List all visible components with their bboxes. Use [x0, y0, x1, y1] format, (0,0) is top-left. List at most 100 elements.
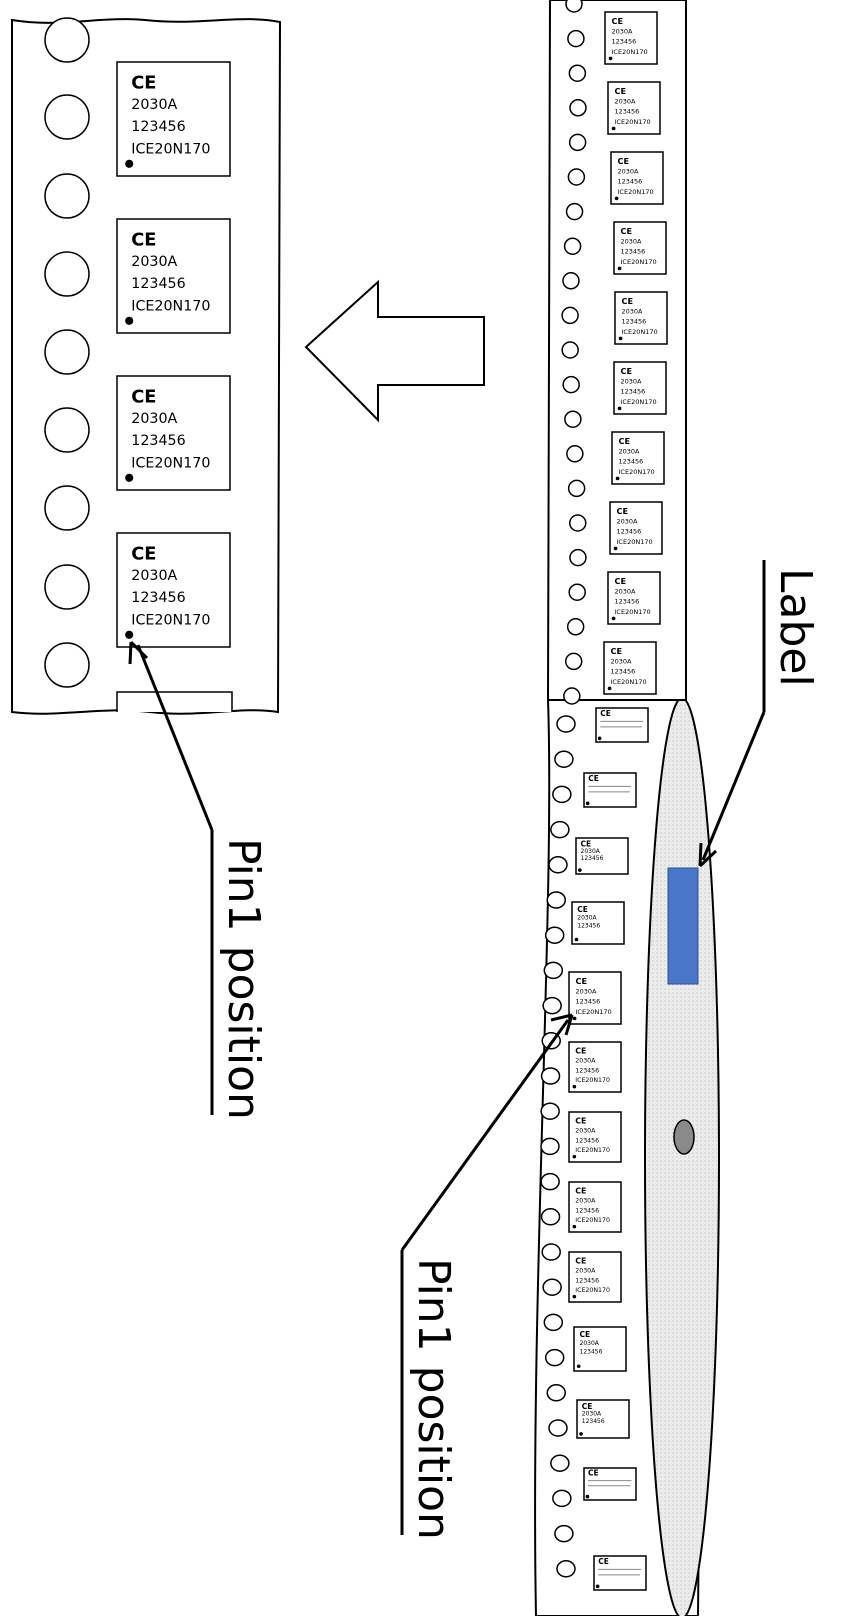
- label-callout: Label: [698, 560, 821, 868]
- sprocket-hole: [543, 1313, 564, 1332]
- marking-line-2: 123456: [612, 38, 637, 46]
- component-body: [568, 1251, 622, 1303]
- marking-line-1: 2030A: [618, 167, 640, 175]
- label-patch: [667, 867, 699, 985]
- ce-mark: CE: [575, 1187, 586, 1196]
- sprocket-hole: [552, 1489, 572, 1508]
- sprocket-hole: [546, 891, 567, 909]
- sprocket-hole: [44, 407, 90, 453]
- unwound-sprocket-holes: [561, 0, 587, 705]
- component-body: [571, 901, 625, 945]
- marking-line-3: ICE20N170: [621, 258, 657, 266]
- sprocket-hole: [554, 750, 574, 768]
- marking-line-1: 2030A: [575, 1128, 596, 1135]
- pin1-dot-icon: [572, 1294, 577, 1299]
- marking-line-1: 2030A: [577, 914, 597, 921]
- label-text: Label: [770, 568, 821, 687]
- component-body: [116, 61, 231, 177]
- component-body: [604, 11, 658, 65]
- pin1-dot-icon: [125, 316, 134, 325]
- ce-mark: CE: [575, 1257, 586, 1266]
- sprocket-hole: [564, 652, 583, 671]
- sprocket-hole: [44, 173, 90, 219]
- ce-mark: CE: [622, 296, 634, 306]
- component-body: [568, 1041, 622, 1093]
- sprocket-hole: [564, 410, 582, 428]
- sprocket-hole: [44, 564, 90, 610]
- sprocket-hole: [561, 341, 579, 359]
- pin1-dot-icon: [618, 336, 623, 341]
- marking-line-3: ICE20N170: [575, 1147, 610, 1154]
- sprocket-hole: [563, 237, 582, 255]
- marking-line-1: 2030A: [575, 1058, 596, 1065]
- ce-mark: CE: [615, 576, 627, 586]
- enlarged-components: CE2030A123456ICE20N170CE2030A123456ICE20…: [116, 61, 231, 648]
- pin1-dot-icon: [572, 1084, 577, 1089]
- sprocket-hole: [548, 856, 568, 874]
- arrow-left-icon: [304, 279, 485, 423]
- marking-line-1: 2030A: [131, 411, 177, 427]
- marking-line-2: 123456: [622, 318, 647, 326]
- marking-line-2: 123456: [575, 1067, 599, 1074]
- marking-line-2: 123456: [621, 388, 646, 396]
- ce-mark: CE: [600, 709, 611, 718]
- marking-line-3: ICE20N170: [615, 118, 651, 126]
- sprocket-holes: [44, 17, 90, 688]
- sprocket-hole: [542, 996, 562, 1015]
- pin1-dot-icon: [585, 801, 590, 806]
- component-body: [568, 1181, 622, 1233]
- marking-line-2: 123456: [618, 178, 643, 186]
- marking-line-1: 2030A: [622, 307, 644, 315]
- ce-mark: CE: [621, 366, 633, 376]
- marking-line-2: 123456: [621, 248, 646, 256]
- ce-mark: CE: [577, 905, 588, 914]
- sprocket-hole: [568, 64, 587, 82]
- enlarged-carrier-tape: CE2030A123456ICE20N170CE2030A123456ICE20…: [11, 17, 282, 715]
- marking-line-2: 123456: [575, 1137, 599, 1144]
- pin1-dot-icon: [611, 616, 616, 621]
- component-body: [568, 971, 622, 1025]
- sprocket-hole: [569, 548, 587, 567]
- component-body: [593, 1555, 647, 1591]
- sprocket-hole: [44, 329, 90, 375]
- ce-mark: CE: [581, 839, 592, 848]
- sprocket-hole: [543, 961, 564, 980]
- marking-line-1: 2030A: [131, 254, 177, 270]
- sprocket-hole: [568, 133, 587, 152]
- ce-mark: CE: [131, 543, 156, 564]
- marking-line-3: ICE20N170: [615, 608, 651, 616]
- marking-line-2: 123456: [615, 108, 640, 116]
- reel-flange: [644, 697, 720, 1616]
- marking-line-2: 123456: [617, 528, 642, 536]
- ce-mark: CE: [575, 1047, 586, 1056]
- marking-line-2: 123456: [131, 590, 185, 606]
- sprocket-hole: [569, 99, 587, 117]
- marking-line-1: 2030A: [131, 97, 177, 113]
- ce-mark: CE: [611, 646, 623, 656]
- marking-line-3: ICE20N170: [622, 328, 658, 336]
- pin1-dot-icon: [578, 868, 582, 872]
- component-body: [116, 375, 231, 491]
- pin1-dot-icon: [615, 476, 620, 481]
- pin1-position-label-left: Pin1 position: [218, 838, 269, 1120]
- sprocket-hole: [540, 1208, 561, 1226]
- sprocket-hole: [546, 1384, 567, 1402]
- component-body: [573, 1326, 627, 1372]
- sprocket-hole: [562, 272, 580, 290]
- marking-line-1: 2030A: [575, 1198, 596, 1205]
- pin1-dot-icon: [576, 1364, 581, 1369]
- marking-line-3: ICE20N170: [611, 678, 647, 686]
- pin1-dot-icon: [572, 1016, 577, 1021]
- marking-line-3: ICE20N170: [617, 538, 653, 546]
